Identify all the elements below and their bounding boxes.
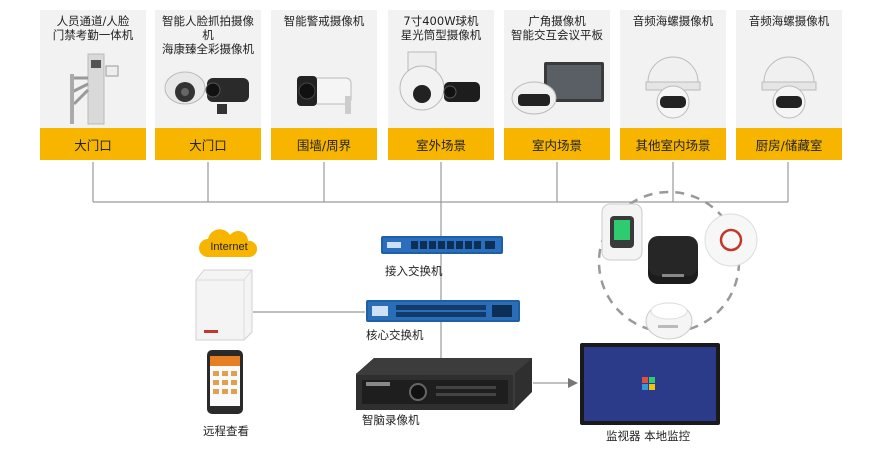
smoke-detector-icon	[645, 302, 693, 340]
internet-cloud-icon: Internet	[199, 229, 258, 257]
device-card-access-control: 人员通道/人脸 门禁考勤一体机 大门口	[40, 10, 146, 160]
smart-sensor-icon	[601, 203, 643, 261]
access-switch-label: 接入交换机	[385, 264, 443, 278]
device-card-alert-camera: 智能警戒摄像机 围墙/周界	[271, 10, 377, 160]
core-switch-icon	[366, 300, 520, 322]
card-title: 智能警戒摄像机	[283, 14, 365, 28]
card-label: 其他室内场景	[620, 128, 726, 160]
turnstile-icon	[70, 53, 119, 125]
card-label: 围墙/周界	[271, 128, 377, 160]
router-icon	[195, 269, 253, 341]
emergency-button-icon	[704, 213, 758, 267]
turret-camera-icon	[645, 56, 701, 119]
card-label: 大门口	[155, 128, 261, 160]
device-card-wide-angle: 广角摄像机 智能交互会议平板 室内场景	[504, 10, 610, 160]
remote-view-label: 远程查看	[203, 424, 249, 438]
card-label: 厨房/储藏室	[736, 128, 842, 160]
card-title: 音频海螺摄像机	[632, 14, 714, 28]
turret-camera-icon	[761, 56, 817, 119]
internet-label: Internet	[210, 241, 247, 253]
card-label: 室外场景	[388, 128, 494, 160]
face-capture-camera-icon	[164, 71, 249, 114]
access-switch-icon	[381, 236, 503, 254]
device-card-ptz-camera: 7寸400W球机 星光筒型摄像机 室外场景	[388, 10, 494, 160]
card-title: 智能人脸抓拍摄像机 海康臻全彩摄像机	[162, 14, 254, 56]
device-card-turret-2: 音频海螺摄像机 厨房/储藏室	[736, 10, 842, 160]
bullet-camera-icon	[297, 76, 352, 114]
card-title: 音频海螺摄像机	[748, 14, 830, 28]
device-card-face-camera: 智能人脸抓拍摄像机 海康臻全彩摄像机 大门口	[155, 10, 261, 160]
card-title: 人员通道/人脸 门禁考勤一体机	[52, 14, 134, 42]
card-title: 7寸400W球机 星光筒型摄像机	[400, 14, 482, 42]
card-label: 大门口	[40, 128, 146, 160]
card-label: 室内场景	[504, 128, 610, 160]
core-switch-label: 核心交换机	[366, 328, 424, 342]
ptz-dome-camera-icon	[399, 51, 480, 111]
nvr-recorder-icon	[356, 358, 532, 410]
smartphone-icon	[207, 350, 243, 414]
device-card-turret-1: 音频海螺摄像机 其他室内场景	[620, 10, 726, 160]
card-title: 广角摄像机 智能交互会议平板	[511, 14, 603, 42]
smart-hub-icon	[648, 236, 698, 284]
monitor-label: 监视器 本地监控	[606, 429, 691, 443]
wide-angle-camera-icon	[511, 62, 604, 115]
monitor-icon	[580, 343, 720, 425]
nvr-label: 智脑录像机	[362, 413, 420, 427]
